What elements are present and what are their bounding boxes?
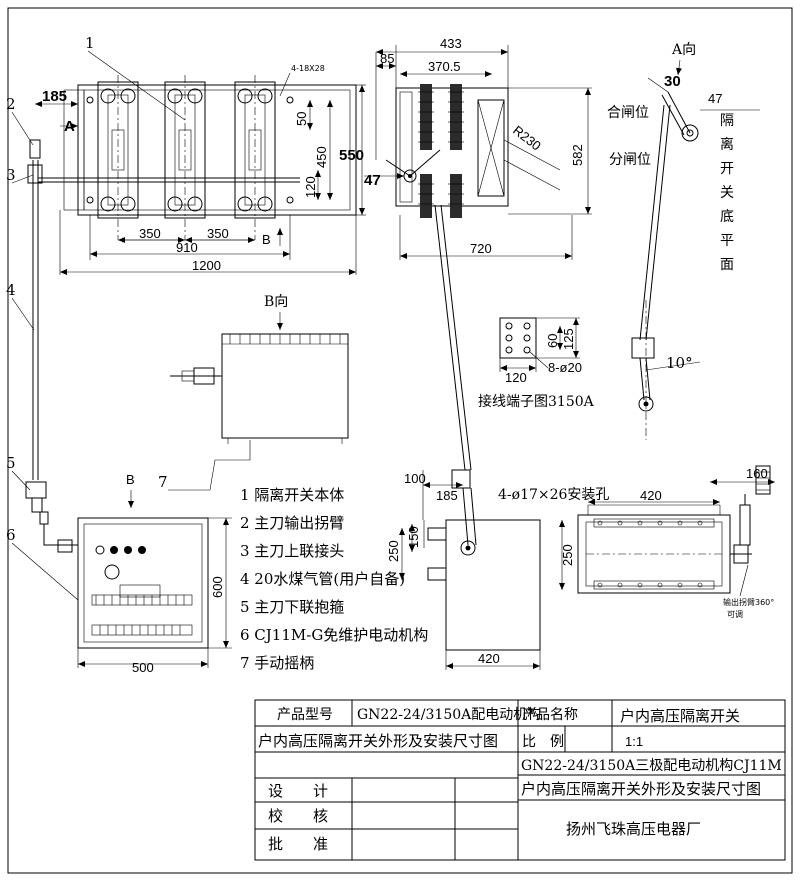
dim-r230: R230 bbox=[510, 123, 544, 154]
hole-note: 4-18X28 bbox=[291, 64, 325, 73]
legend-item-1: 1 隔离开关本体 bbox=[240, 486, 344, 504]
dim-185-side: 185 bbox=[436, 488, 458, 503]
closed-position-label: 合闸位 bbox=[607, 105, 649, 121]
side-view bbox=[385, 84, 561, 556]
name-value: 户内高压隔离开关 bbox=[620, 707, 740, 725]
title-block: 产品型号 GN22-24/3150A配电动机构 产品名称 户内高压隔离开关 户内… bbox=[254, 699, 786, 861]
bottom-plane-char-3: 开 bbox=[720, 161, 734, 177]
gas-pipe bbox=[25, 160, 78, 553]
a-view: A向 30 合闸位 分闸位 47 隔 离 开 关 底 平 面 10° bbox=[607, 42, 760, 440]
view-mark-b-top: B bbox=[262, 232, 271, 247]
dim-160: 160 bbox=[746, 466, 768, 481]
dim-100: 100 bbox=[404, 471, 426, 486]
name-label: 产品名称 bbox=[522, 707, 578, 723]
dim-47-a: 47 bbox=[708, 91, 722, 106]
drawing-name-line-1: GN22-24/3150A三极配电动机构CJ11M bbox=[521, 758, 782, 774]
legend-item-6: 6 CJ11M-G免维护电动机构 bbox=[240, 626, 428, 644]
legend-item-7: 7 手动摇柄 bbox=[240, 654, 314, 672]
pole-middle bbox=[164, 81, 206, 219]
part-leaders: 1 2 3 4 5 6 7 bbox=[6, 34, 251, 601]
bottom-plane-char-7: 面 bbox=[720, 257, 734, 273]
dim-350-left: 350 bbox=[139, 226, 161, 241]
bottom-plane-char-2: 离 bbox=[720, 136, 734, 153]
mechanism-front-view: 600 500 bbox=[77, 517, 232, 675]
dim-433: 433 bbox=[440, 36, 462, 51]
arm-note-2: 可调 bbox=[727, 610, 743, 619]
dim-910: 910 bbox=[176, 240, 198, 255]
dim-420-side: 420 bbox=[478, 651, 500, 666]
model-label: 产品型号 bbox=[277, 707, 333, 723]
dim-60: 60 bbox=[545, 334, 560, 348]
legend-item-4: 4 20水煤气管(用户自备) bbox=[240, 570, 405, 588]
angle-30: 30 bbox=[664, 73, 681, 90]
part-number-3: 3 bbox=[6, 166, 16, 184]
view-mark-a: A bbox=[64, 118, 75, 135]
dim-120-top: 120 bbox=[303, 176, 318, 198]
company-name: 扬州飞珠高压电器厂 bbox=[566, 820, 701, 838]
a-view-title: A向 bbox=[671, 42, 696, 58]
dim-50: 50 bbox=[294, 112, 309, 126]
dim-450: 450 bbox=[314, 146, 329, 168]
legend-item-2: 2 主刀输出拐臂 bbox=[240, 514, 344, 532]
drawing-title: 户内高压隔离开关外形及安装尺寸图 bbox=[258, 732, 498, 750]
legend-item-5: 5 主刀下联抱箍 bbox=[240, 598, 344, 616]
dim-1200: 1200 bbox=[192, 258, 221, 273]
dim-420-top: 420 bbox=[640, 488, 662, 503]
dim-720: 720 bbox=[470, 241, 492, 256]
mechanism-top-view: 160 420 4-ø17×26安装孔 250 输出拐臂360° 可调 bbox=[498, 465, 775, 619]
check-label: 校 核 bbox=[268, 807, 328, 825]
dim-250-side: 250 bbox=[386, 540, 401, 562]
design-label: 设 计 bbox=[268, 782, 328, 800]
terminal-holes: 8-ø20 bbox=[548, 360, 582, 375]
part-number-7: 7 bbox=[158, 473, 168, 491]
top-view bbox=[27, 75, 357, 240]
open-position-label: 分闸位 bbox=[609, 152, 651, 168]
arm-note-1: 输出拐臂360° bbox=[723, 597, 774, 607]
dim-85: 85 bbox=[380, 51, 394, 66]
dim-125: 125 bbox=[561, 328, 576, 350]
dim-47-side: 47 bbox=[364, 172, 381, 189]
dim-120-terminal: 120 bbox=[505, 370, 527, 385]
b-view-title: B向 bbox=[264, 294, 288, 310]
dim-500: 500 bbox=[132, 660, 154, 675]
b-view: B向 bbox=[170, 294, 349, 444]
part-number-5: 5 bbox=[6, 454, 16, 472]
dim-582: 582 bbox=[570, 144, 585, 166]
scale-label: 比 例 bbox=[522, 734, 564, 750]
dim-185-top: 185 bbox=[42, 88, 67, 105]
legend-item-3: 3 主刀上联接头 bbox=[240, 542, 344, 560]
model-value: GN22-24/3150A配电动机构 bbox=[357, 707, 541, 723]
top-view-dims: 185 A 550 450 50 120 4-18X28 350 350 B 9… bbox=[35, 64, 366, 275]
dim-250-top: 250 bbox=[560, 544, 575, 566]
dim-350-right: 350 bbox=[207, 226, 229, 241]
bottom-plane-label: 隔 离 开 关 底 平 面 bbox=[720, 113, 738, 273]
part-number-1: 1 bbox=[85, 34, 95, 52]
part-number-2: 2 bbox=[6, 95, 16, 113]
dim-550: 550 bbox=[339, 147, 364, 164]
drawing-name-line-2: 户内高压隔离开关外形及安装尺寸图 bbox=[521, 780, 761, 798]
b-mark-mechanism: B bbox=[126, 472, 135, 487]
angle-10: 10° bbox=[666, 354, 693, 372]
bottom-plane-char-4: 关 bbox=[720, 185, 734, 201]
bottom-plane-char-5: 底 bbox=[720, 209, 734, 225]
dim-600: 600 bbox=[210, 576, 225, 598]
bottom-plane-char-1: 隔 bbox=[720, 113, 734, 129]
scale-value: 1:1 bbox=[625, 734, 643, 749]
drawing-frame bbox=[7, 7, 793, 874]
part-number-6: 6 bbox=[6, 526, 16, 544]
mounting-holes-note: 4-ø17×26安装孔 bbox=[498, 487, 609, 503]
terminal-caption: 接线端子图3150A bbox=[478, 393, 595, 410]
approve-label: 批 准 bbox=[268, 835, 328, 853]
bottom-plane-char-6: 平 bbox=[720, 233, 734, 249]
terminal-drawing: 60 125 120 8-ø20 接线端子图3150A bbox=[478, 317, 595, 410]
dim-150: 150 bbox=[406, 526, 421, 548]
mechanism-side-view: 100 185 150 250 420 bbox=[386, 470, 541, 670]
parts-legend: 1 隔离开关本体 2 主刀输出拐臂 3 主刀上联接头 4 20水煤气管(用户自备… bbox=[240, 486, 428, 672]
part-number-4: 4 bbox=[6, 281, 16, 299]
dim-370-5: 370.5 bbox=[428, 59, 461, 74]
